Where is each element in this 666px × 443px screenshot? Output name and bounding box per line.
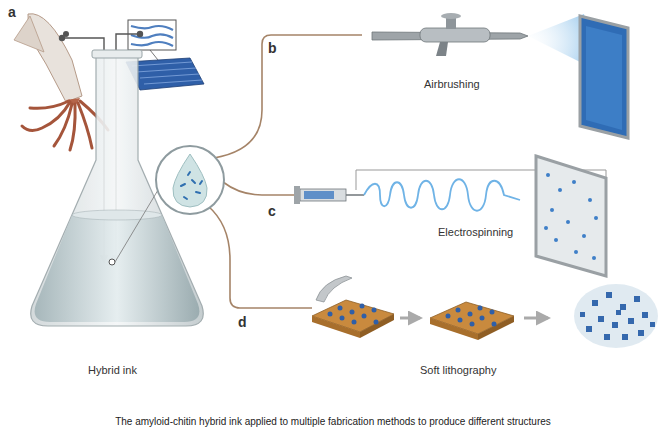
panel-letter: b bbox=[268, 40, 277, 57]
panel-letter: c bbox=[268, 203, 276, 220]
squid bbox=[14, 14, 108, 150]
method-label: Electrospinning bbox=[438, 226, 513, 239]
electrospinning-setup bbox=[294, 156, 606, 276]
panel-letter: a bbox=[8, 4, 16, 21]
soft-lithography bbox=[312, 276, 658, 348]
method-label: Soft lithography bbox=[420, 364, 496, 377]
figure-caption: The amyloid-chitin hybrid ink applied to… bbox=[0, 416, 666, 427]
process-lines bbox=[208, 35, 362, 308]
airbrush bbox=[372, 13, 628, 138]
method-label: Airbrushing bbox=[424, 78, 480, 91]
panel-letter: d bbox=[238, 314, 247, 331]
ink-label: Hybrid ink bbox=[88, 364, 137, 377]
ink-drop bbox=[156, 146, 224, 214]
